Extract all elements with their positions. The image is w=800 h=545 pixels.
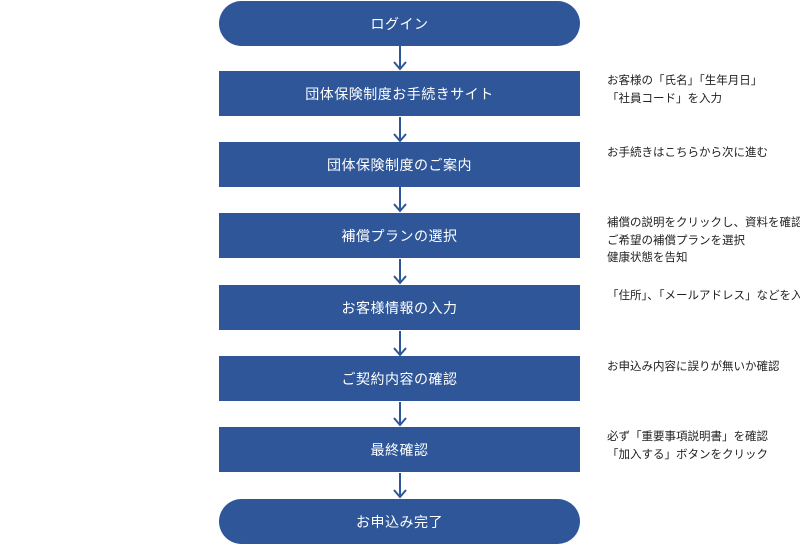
arrow-2 bbox=[393, 117, 407, 143]
arrow-1 bbox=[393, 46, 407, 71]
step-contract-confirm: ご契約内容の確認 bbox=[219, 356, 580, 401]
step-complete-label: お申込み完了 bbox=[356, 514, 443, 531]
note-line: お申込み内容に誤りが無いか確認 bbox=[607, 359, 780, 373]
note-line: 補償の説明をクリックし、資料を確認 bbox=[607, 215, 800, 229]
note-procedure-site: お客様の「氏名」「生年月日」 「社員コード」を入力 bbox=[607, 72, 800, 107]
note-line: ご希望の補償プランを選択 bbox=[607, 232, 745, 247]
arrow-5 bbox=[393, 331, 407, 357]
step-contract-confirm-label: ご契約内容の確認 bbox=[341, 371, 458, 388]
arrow-6 bbox=[393, 402, 407, 427]
step-procedure-site: 団体保険制度お手続きサイト bbox=[219, 71, 580, 116]
note-plan-select: 補償の説明をクリックし、資料を確認 ご希望の補償プランを選択 健康状態を告知 bbox=[607, 214, 800, 267]
step-procedure-site-label: 団体保険制度お手続きサイト bbox=[305, 86, 494, 103]
note-contract-confirm: お申込み内容に誤りが無いか確認 bbox=[607, 358, 800, 376]
note-line: お手続きはこちらから次に進む bbox=[607, 145, 768, 159]
step-final-confirm: 最終確認 bbox=[219, 427, 580, 472]
arrow-7 bbox=[393, 473, 407, 499]
step-login: ログイン bbox=[219, 1, 580, 46]
step-guide: 団体保険制度のご案内 bbox=[219, 142, 580, 187]
note-line: 「加入する」ボタンをクリック bbox=[607, 446, 768, 461]
note-line: お客様の「氏名」「生年月日」 bbox=[607, 73, 763, 87]
note-line: 「社員コード」を入力 bbox=[607, 90, 722, 105]
step-customer-info: お客様情報の入力 bbox=[219, 285, 580, 330]
step-plan-select: 補償プランの選択 bbox=[219, 213, 580, 258]
note-customer-info: 「住所」、「メールアドレス」などを入力 bbox=[607, 287, 800, 305]
step-login-label: ログイン bbox=[370, 16, 429, 33]
arrow-3 bbox=[393, 187, 407, 213]
note-guide: お手続きはこちらから次に進む bbox=[607, 144, 800, 162]
step-final-confirm-label: 最終確認 bbox=[370, 442, 429, 459]
note-line: 「住所」、「メールアドレス」などを入力 bbox=[607, 288, 800, 302]
arrow-4 bbox=[393, 259, 407, 285]
note-line: 健康状態を告知 bbox=[607, 250, 688, 264]
step-complete: お申込み完了 bbox=[219, 499, 580, 544]
note-line: 必ず「重要事項説明書」を確認 bbox=[607, 429, 768, 443]
step-guide-label: 団体保険制度のご案内 bbox=[327, 157, 472, 174]
note-final-confirm: 必ず「重要事項説明書」を確認 「加入する」ボタンをクリック bbox=[607, 428, 800, 463]
step-plan-select-label: 補償プランの選択 bbox=[341, 228, 458, 245]
step-customer-info-label: お客様情報の入力 bbox=[341, 300, 458, 317]
